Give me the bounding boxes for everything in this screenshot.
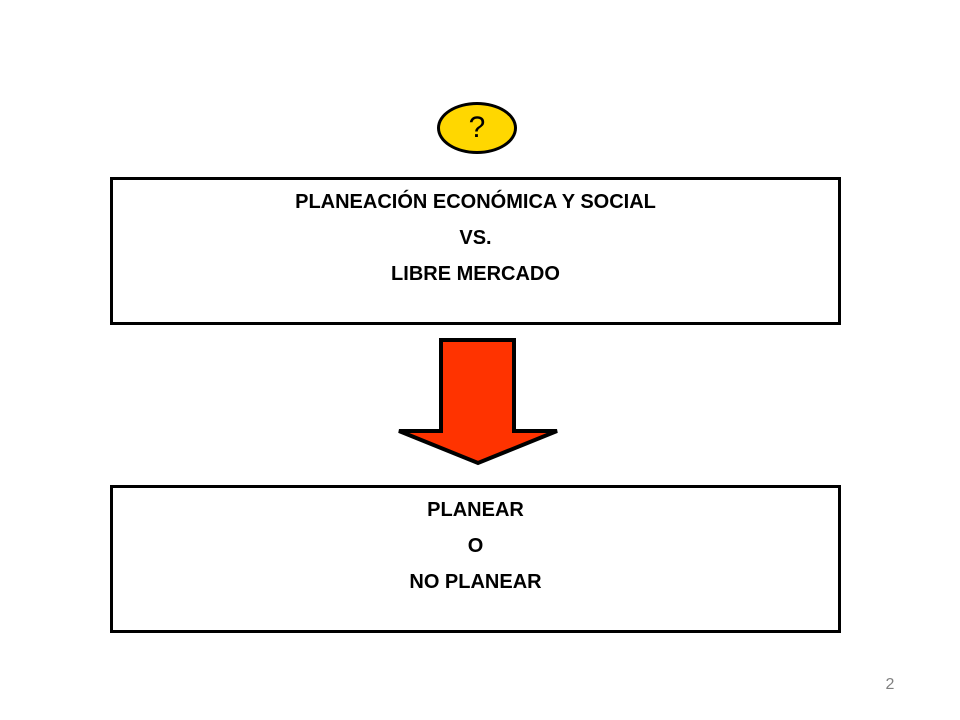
top-box-line-2: VS. — [459, 227, 492, 249]
bottom-box-line-3: NO PLANEAR — [409, 571, 542, 593]
bottom-box-line-1: PLANEAR — [427, 499, 524, 521]
page-number: 2 — [885, 676, 895, 693]
bottom-text-box: PLANEAR O NO PLANEAR — [110, 485, 841, 633]
top-box-line-3: LIBRE MERCADO — [391, 263, 560, 285]
question-badge: ? — [437, 102, 517, 154]
top-box-line-1: PLANEACIÓN ECONÓMICA Y SOCIAL — [295, 191, 656, 213]
bottom-box-line-2: O — [467, 535, 484, 557]
down-arrow-shape — [398, 338, 558, 466]
question-mark-text: ? — [468, 111, 486, 144]
down-arrow-icon — [398, 338, 558, 466]
top-text-box: PLANEACIÓN ECONÓMICA Y SOCIAL VS. LIBRE … — [110, 177, 841, 325]
